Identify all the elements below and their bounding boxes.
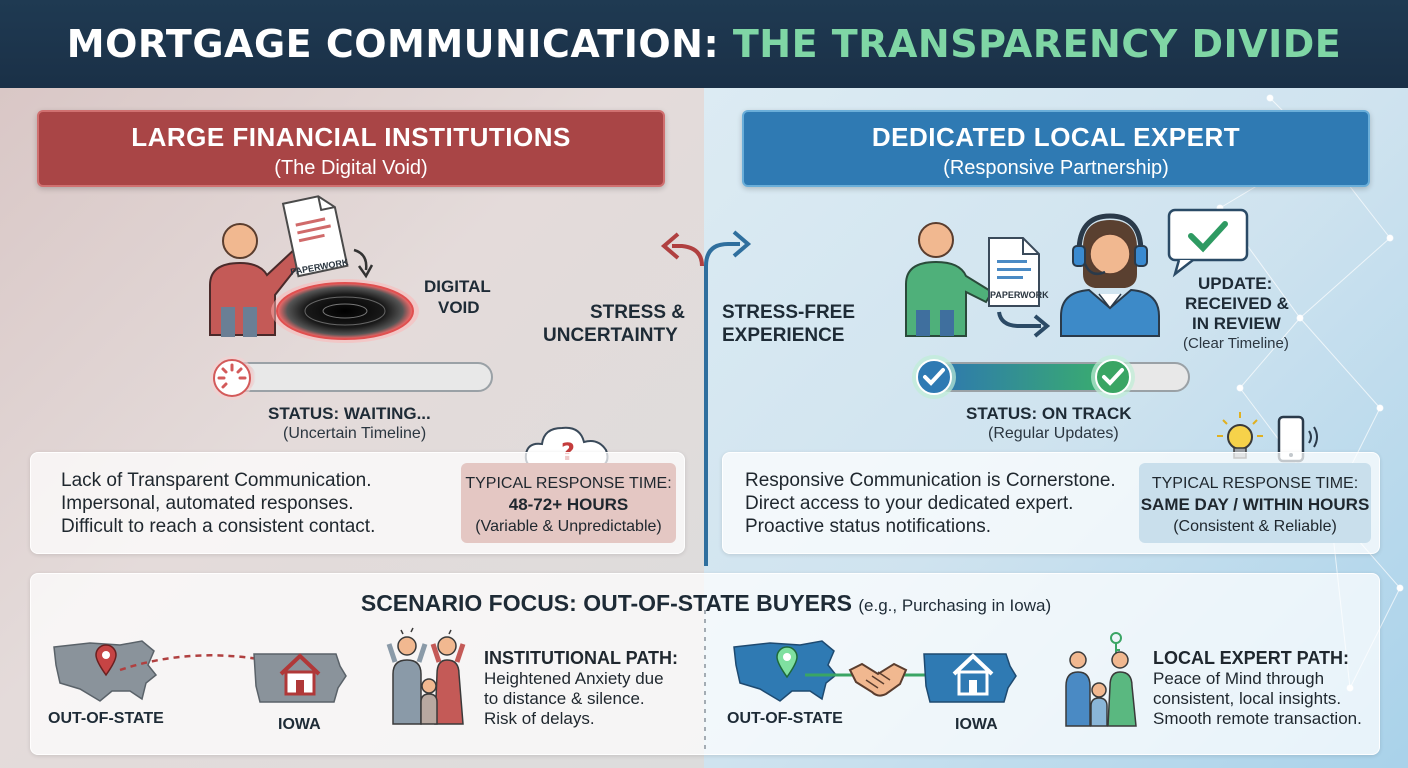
center-dashed-divider	[704, 610, 706, 750]
institutions-subtitle: (The Digital Void)	[274, 157, 428, 179]
institutions-title: LARGE FINANCIAL INSTITUTIONS	[131, 122, 571, 152]
stress-free-label-1: STRESS-FREE	[722, 302, 856, 323]
right-dest-label: IOWA	[955, 716, 998, 733]
expert-response-box: TYPICAL RESPONSE TIME: SAME DAY / WITHIN…	[1139, 463, 1371, 543]
black-hole-icon	[271, 279, 419, 343]
institutions-response-note: (Variable & Unpredictable)	[475, 518, 662, 535]
right-status-label: STATUS: ON TRACK	[966, 404, 1132, 423]
local-expert-path-line-3: Smooth remote transaction.	[1153, 709, 1362, 728]
update-sub: (Clear Timeline)	[1183, 335, 1289, 352]
divider-arrows	[660, 230, 752, 566]
institutions-response-box: TYPICAL RESPONSE TIME: 48-72+ HOURS (Var…	[461, 463, 676, 543]
happy-family-icon	[1065, 632, 1137, 727]
right-status-sub: (Regular Updates)	[988, 425, 1119, 442]
update-line-1: UPDATE:	[1198, 274, 1273, 293]
left-status-sub: (Uncertain Timeline)	[283, 425, 427, 442]
expert-title: DEDICATED LOCAL EXPERT	[871, 122, 1241, 152]
institutions-line-3: Difficult to reach a consistent contact.	[61, 516, 376, 537]
title-part-1: MORTGAGE COMMUNICATION:	[66, 22, 733, 66]
update-line-3: IN REVIEW	[1192, 314, 1281, 333]
expert-line-3: Proactive status notifications.	[745, 516, 992, 537]
update-line-2: RECEIVED &	[1185, 294, 1289, 313]
institutions-line-2: Impersonal, automated responses.	[61, 493, 354, 514]
right-status-bar	[935, 362, 1190, 392]
loading-spinner-icon	[210, 356, 254, 400]
checkmark-icon	[912, 355, 956, 399]
institutional-path-line-3: Risk of delays.	[484, 709, 595, 728]
local-expert-path-line-2: consistent, local insights.	[1153, 689, 1342, 708]
anxious-family-icon	[386, 627, 466, 725]
institutional-path-line-1: Heightened Anxiety due	[484, 669, 664, 688]
document-icon	[988, 237, 1040, 307]
client-person-icon	[905, 222, 994, 337]
map-pin-icon	[776, 646, 798, 679]
page-title: MORTGAGE COMMUNICATION: THE TRANSPARENCY…	[67, 22, 1341, 66]
handshake-icon	[848, 662, 908, 697]
local-expert-path-line-1: Peace of Mind through	[1153, 669, 1325, 688]
left-status-bar	[228, 362, 493, 392]
expert-banner: DEDICATED LOCAL EXPERT (Responsive Partn…	[742, 110, 1370, 187]
checkmark-icon	[1091, 355, 1135, 399]
institutions-line-1: Lack of Transparent Communication.	[61, 470, 372, 491]
house-icon	[279, 653, 321, 696]
expert-info-panel: Responsive Communication is Cornerstone.…	[722, 452, 1380, 554]
institutions-response-value: 48-72+ HOURS	[508, 495, 629, 514]
institutions-description: Lack of Transparent Communication. Imper…	[61, 469, 375, 538]
chat-check-icon	[1167, 208, 1249, 278]
map-pin-icon	[95, 644, 117, 677]
left-status-label: STATUS: WAITING...	[268, 404, 431, 423]
institutional-path-text: INSTITUTIONAL PATH: Heightened Anxiety d…	[484, 648, 678, 729]
institutions-banner: LARGE FINANCIAL INSTITUTIONS (The Digita…	[37, 110, 665, 187]
page-header: MORTGAGE COMMUNICATION: THE TRANSPARENCY…	[0, 0, 1408, 88]
digital-void-label-1: DIGITAL	[424, 277, 491, 296]
right-arrow-icon	[997, 311, 1051, 338]
right-origin-label: OUT-OF-STATE	[727, 710, 843, 727]
expert-response-title: TYPICAL RESPONSE TIME:	[1151, 475, 1359, 492]
stress-label-1: STRESS &	[590, 302, 686, 323]
scenario-title: SCENARIO FOCUS: OUT-OF-STATE BUYERS (e.g…	[31, 590, 1381, 617]
person-icon	[209, 223, 307, 337]
scenario-title-main: SCENARIO FOCUS: OUT-OF-STATE BUYERS	[360, 590, 852, 616]
institutions-response-title: TYPICAL RESPONSE TIME:	[465, 475, 672, 492]
expert-line-1: Responsive Communication is Cornerstone.	[745, 470, 1116, 491]
expert-response-note: (Consistent & Reliable)	[1173, 518, 1337, 535]
institutional-path-title: INSTITUTIONAL PATH:	[484, 648, 678, 668]
left-dest-label: IOWA	[278, 716, 321, 733]
local-expert-path-text: LOCAL EXPERT PATH: Peace of Mind through…	[1153, 648, 1362, 729]
expert-description: Responsive Communication is Cornerstone.…	[745, 469, 1116, 538]
expert-response-value: SAME DAY / WITHIN HOURS	[1140, 495, 1370, 514]
title-part-2: THE TRANSPARENCY DIVIDE	[732, 22, 1342, 66]
expert-subtitle: (Responsive Partnership)	[943, 157, 1169, 179]
stress-label-2: UNCERTAINTY	[543, 325, 678, 346]
stress-free-label-2: EXPERIENCE	[722, 325, 845, 346]
institutions-info-panel: Lack of Transparent Communication. Imper…	[30, 452, 685, 554]
scenario-title-note: (e.g., Purchasing in Iowa)	[858, 596, 1052, 615]
local-expert-path-title: LOCAL EXPERT PATH:	[1153, 648, 1350, 668]
support-agent-icon	[1060, 213, 1160, 337]
digital-void-label-2: VOID	[438, 298, 480, 317]
institutional-path-line-2: to distance & silence.	[484, 689, 645, 708]
down-arrow-icon	[353, 248, 374, 279]
document-icon	[281, 195, 349, 278]
key-icon	[1110, 632, 1122, 654]
house-icon	[952, 653, 994, 696]
expert-line-2: Direct access to your dedicated expert.	[745, 493, 1074, 514]
right-status-fill	[937, 364, 1118, 390]
right-paperwork-label: PAPERWORK	[990, 290, 1049, 300]
left-origin-label: OUT-OF-STATE	[48, 710, 164, 727]
